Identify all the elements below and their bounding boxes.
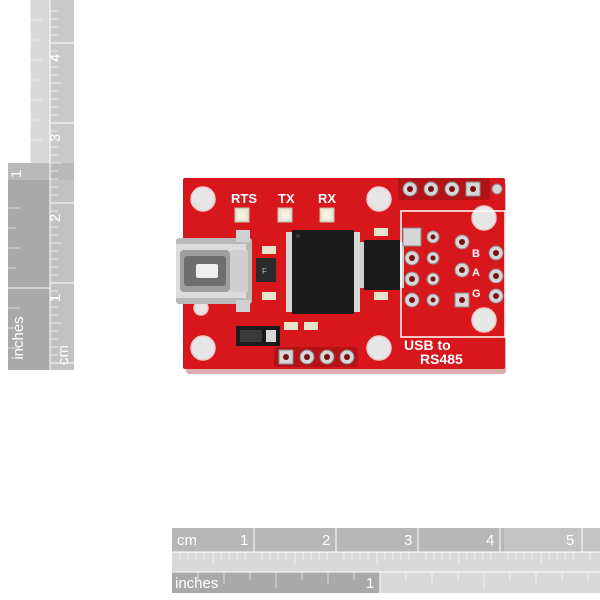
- left-ruler: 4 3 2 1 cm 1 inches: [8, 0, 74, 370]
- rts-label: RTS: [231, 191, 257, 206]
- left-ruler-cm-label: cm: [55, 345, 72, 365]
- left-ruler-inch-label: inches: [10, 316, 27, 359]
- top-header-pins: [398, 178, 503, 200]
- pin-a-label: A: [472, 267, 480, 279]
- board-title-line2: RS485: [420, 351, 463, 367]
- pin-g-label: G: [472, 288, 481, 300]
- bottom-ruler-cm-tick-4: 4: [486, 532, 494, 549]
- mounting-holes: [190, 186, 497, 361]
- pin-b-label: B: [472, 248, 480, 260]
- left-ruler-cm-tick-1: 1: [47, 294, 64, 302]
- small-components: F: [236, 228, 388, 346]
- ftdi-chip: [286, 230, 360, 314]
- bottom-ruler-inch-label: inches: [175, 575, 218, 592]
- bottom-ruler: cm 1 2 3 4 5 inches 1: [172, 528, 600, 593]
- rx-label: RX: [318, 191, 336, 206]
- bottom-ruler-cm-label: cm: [177, 532, 197, 549]
- bottom-ruler-inch-tick-1: 1: [366, 575, 374, 592]
- rs485-chip: [360, 240, 404, 290]
- bottom-header-pins: [274, 347, 358, 367]
- bottom-ruler-cm-tick-2: 2: [322, 532, 330, 549]
- left-ruler-inch-tick-1: 1: [8, 170, 25, 178]
- status-leds: [234, 207, 335, 223]
- mini-usb-connector: [176, 230, 252, 312]
- terminal-area: B A G: [400, 210, 506, 338]
- bottom-ruler-cm-tick-3: 3: [404, 532, 412, 549]
- pcb-board: RTS TX RX F: [176, 178, 506, 374]
- left-ruler-cm-tick-2: 2: [47, 214, 64, 222]
- bottom-ruler-cm-tick-1: 1: [240, 532, 248, 549]
- bottom-ruler-cm-tick-5: 5: [566, 532, 574, 549]
- tx-label: TX: [278, 191, 295, 206]
- left-ruler-cm-tick-4: 4: [47, 54, 64, 62]
- svg-text:F: F: [262, 267, 267, 276]
- left-ruler-cm-tick-3: 3: [47, 134, 64, 142]
- board-title-line1: USB to: [404, 337, 451, 353]
